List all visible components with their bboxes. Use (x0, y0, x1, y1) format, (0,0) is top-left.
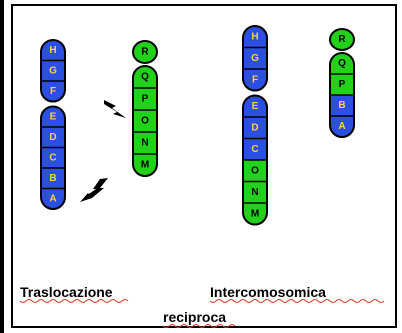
band-label: Q (338, 58, 346, 69)
band-h (243, 26, 267, 48)
left-frame-bar (0, 0, 4, 333)
band-label: R (338, 34, 346, 45)
band-d (243, 117, 267, 139)
break-bolt-upper-icon (104, 100, 126, 118)
arm-outline (132, 65, 158, 177)
band-o (243, 160, 267, 182)
band-a (41, 188, 65, 209)
band-b (41, 168, 65, 189)
band-n (243, 181, 267, 203)
band-label: O (141, 116, 149, 127)
band-m (243, 203, 267, 225)
band-label: C (251, 144, 258, 155)
band-b (330, 95, 354, 116)
band-m (133, 154, 157, 176)
band-d (41, 127, 65, 148)
spellcheck-underline-reciproca (162, 324, 236, 328)
chromosome-3-arm-1: HGF (242, 25, 268, 92)
caption-traslocazione: Traslocazione (20, 284, 113, 300)
arm-outline (40, 39, 66, 103)
band-o (133, 110, 157, 132)
band-c (41, 147, 65, 168)
band-label: M (141, 160, 149, 171)
band-label: H (251, 31, 258, 42)
caption-reciproca: reciproca (163, 309, 226, 325)
band-e (243, 95, 267, 117)
band-label: M (251, 208, 259, 219)
band-f (41, 81, 65, 102)
band-label: E (252, 101, 259, 112)
arm-outline (329, 28, 355, 51)
arm-outline (132, 40, 158, 64)
arm-outline (242, 25, 268, 92)
band-label: G (251, 53, 259, 64)
band-label: N (251, 187, 258, 198)
chromosome-1-arm-1: HGF (40, 39, 66, 103)
arm-outline (40, 105, 66, 210)
chromosome-2-arm-1: R (132, 40, 158, 64)
band-label: P (142, 94, 149, 105)
band-q (330, 53, 354, 74)
band-label: H (49, 45, 56, 56)
band-f (243, 69, 267, 91)
band-g (243, 47, 267, 69)
band-e (41, 106, 65, 127)
band-h (41, 40, 65, 61)
band-label: Q (141, 72, 149, 83)
band-label: A (338, 121, 345, 132)
spellcheck-underline-intercomosomica (209, 299, 385, 303)
band-label: A (49, 193, 56, 204)
chromosome-4-arm-1: R (329, 28, 355, 51)
band-q (133, 66, 157, 88)
band-label: G (49, 65, 57, 76)
band-label: E (50, 111, 57, 122)
band-p (133, 88, 157, 110)
band-label: C (49, 152, 56, 163)
caption-intercomosomica: Intercomosomica (210, 284, 326, 300)
band-n (133, 132, 157, 154)
break-bolt-lower-icon (80, 178, 108, 202)
band-r (133, 41, 157, 63)
band-label: O (251, 165, 259, 176)
spellcheck-underline-traslocazione (19, 299, 129, 303)
band-label: P (339, 79, 346, 90)
band-label: B (338, 100, 345, 111)
band-label: N (141, 138, 148, 149)
band-p (330, 74, 354, 95)
band-g (41, 60, 65, 81)
band-c (243, 138, 267, 160)
arm-outline (329, 52, 355, 138)
band-label: F (252, 74, 258, 85)
band-label: D (251, 122, 258, 133)
band-label: B (49, 173, 56, 184)
band-label: R (141, 47, 149, 58)
band-r (330, 29, 354, 50)
band-label: F (50, 86, 56, 97)
band-label: D (49, 132, 56, 143)
band-a (330, 116, 354, 137)
arm-outline (242, 94, 268, 226)
